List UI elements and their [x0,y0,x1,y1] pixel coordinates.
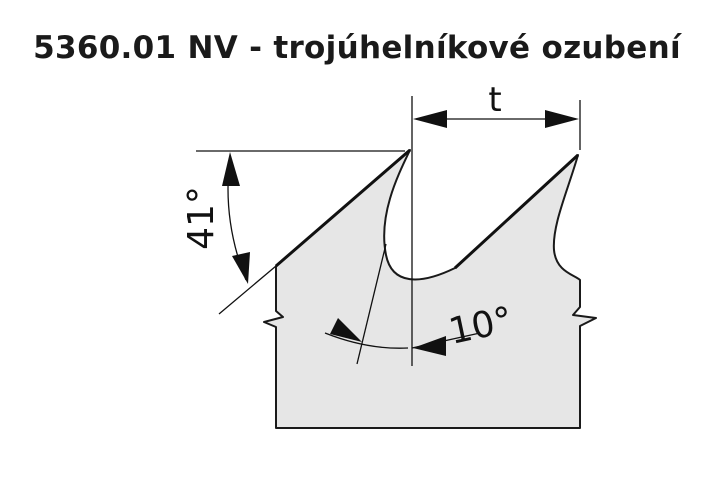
hook-arrow-bottom [232,252,250,284]
tooth-flank-right [453,153,580,270]
hook-angle-label: 41° [181,186,222,250]
page-title: 5360.01 NV - trojúhelníkové ozubení [33,30,681,66]
rake-arrow-right [413,336,446,356]
rake-angle-arc [324,332,409,349]
hook-flank-extension [218,265,277,315]
rake-arrow-left [330,318,362,342]
tooth-flank-left [275,148,411,268]
pitch-label: t [488,80,501,120]
hook-arrow-top [222,152,240,186]
blade-body [263,149,597,429]
pitch-arrow-right [545,110,579,128]
pitch-arrow-left [413,110,447,128]
